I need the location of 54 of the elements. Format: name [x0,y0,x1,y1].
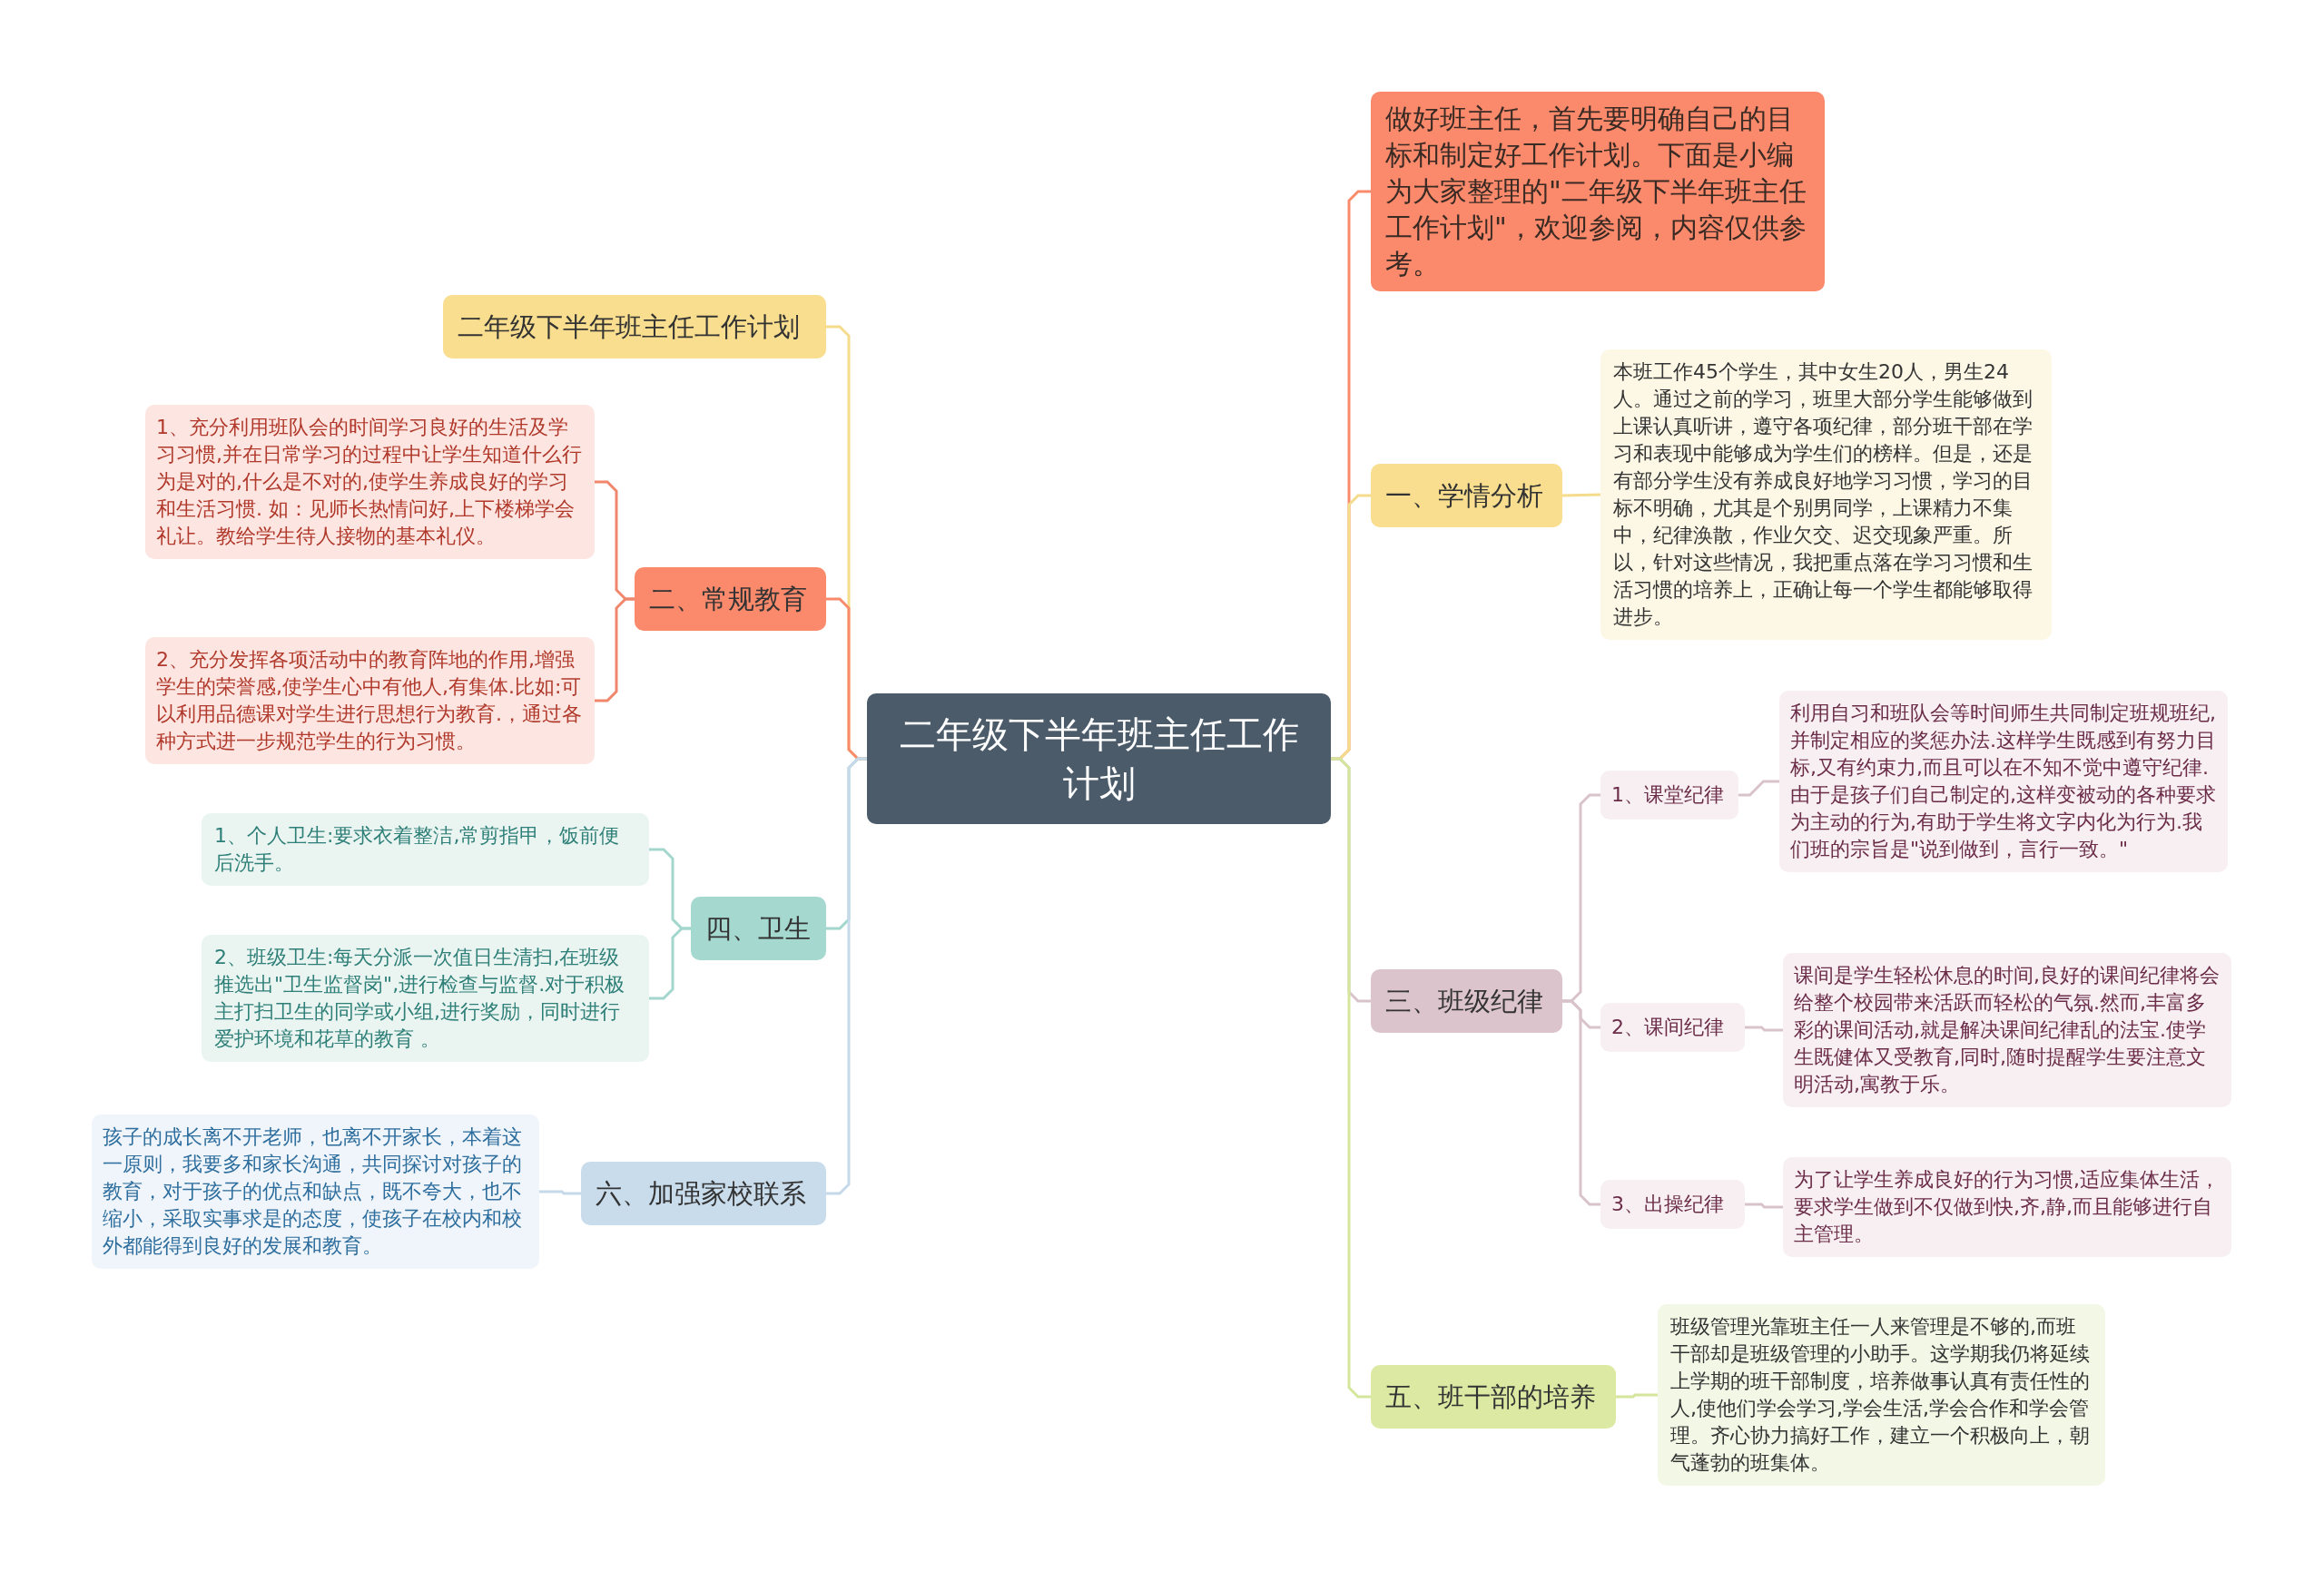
central-topic-text: 二年级下半年班主任工作计划 [898,712,1300,806]
branch-topic-text: 五、班干部的培养 [1385,1380,1597,1414]
detail-box [1783,1157,2231,1257]
detail-box [1779,691,2228,872]
subtopic-text: 3、出操纪律 [1611,1192,1725,1217]
detail-box [1658,1304,2105,1486]
branch-topic-box [443,295,826,358]
subtopic-text: 1、课堂纪律 [1611,782,1725,808]
connector-line [1745,1026,1783,1032]
subtopic-box [1600,1003,1745,1052]
branch-topic-text: 二、常规教育 [649,583,808,616]
connector-line [595,597,635,702]
detail-text: 课间是学生轻松休息的时间,良好的课间纪律将会给整个校园带来活跃而轻松的气氛.然而,丰富多彩的课间活动,就是解决课间纪律乱的法宝.使学生既健体又受教育,同时,随时提醒学生要注意文明活动,寓教于乐。 [1794,963,2221,1097]
detail-box [145,637,595,764]
central-topic-box [867,693,1331,824]
branch-topic-text: 四、卫生 [705,912,812,946]
detail-text: 本班工作45个学生，其中女生20人，男生24人。通过之前的学习，班里大部分学生能够做到上课认真听讲，遵守各项纪律，部分班干部在学习和表现中能够成为学生们的榜样。但是，还是有部分学生没有养成良好地学习习惯，学习的目标不明确，尤其是个别男同学，上课精力不集中，纪律涣散，作业欠交、迟交现象严重。所以，针对这些情况，我把重点落在学习习惯和生活习惯的培养上，正确让每一个学生都能够取得进步。 [1613,359,2034,630]
branch-topic-box [691,897,826,960]
subtopic-box [1600,771,1738,820]
subtopic-box [1600,1180,1745,1229]
connector-line [1738,780,1779,797]
branch-topic-box [635,567,826,631]
branch-topic-text: 六、加强家校联系 [596,1177,807,1211]
connector-line [649,927,691,1000]
branch-topic-box [581,1162,826,1225]
detail-text: 2、充分发挥各项活动中的教育阵地的作用,增强学生的荣誉感,使学生心中有他人,有集体.比如:可以利用品德课对学生进行思想行为教育.，通过各种方式进一步规范学生的行为习惯。 [156,647,583,754]
connector-line [539,1190,581,1195]
detail-text: 为了让学生养成良好的行为习惯,适应集体生活，要求学生做到不仅做到快,齐,静,而且能够进行自主管理。 [1794,1167,2221,1247]
detail-text: 1、充分利用班队会的时间学习良好的生活及学习习惯,并在日常学习的过程中让学生知道什么行为是对的,什么是不对的,使学生养成良好的学习和生活习惯. 如：见师长热情问好,上下楼梯学会礼让。教给学生待人接物的基本礼仪。 [156,415,583,549]
branch-topic-box [1371,1365,1616,1429]
intro-box [1371,92,1825,291]
intro-text: 做好班主任，首先要明确自己的目标和制定好工作计划。下面是小编为大家整理的"二年级下半年班主任工作计划"，欢迎参阅，内容仅供参考。 [1385,102,1807,281]
connector-line [1562,999,1600,1206]
detail-box [145,405,595,559]
detail-text: 2、班级卫生:每天分派一次值日生清扫,在班级推选出"卫生监督岗",进行检查与监督.对于积极主打扫卫生的同学或小组,进行奖励，同时进行爱护环境和花草的教育 。 [214,945,626,1052]
connector-line [1616,1393,1658,1399]
detail-text: 班级管理光靠班主任一人来管理是不够的,而班干部却是班级管理的小助手。这学期我仍将延续上学期的班干部制度，培养做事认真有责任性的人,使他们学会学习,学会生活,学会合作和学会管理。齐心协力搞好工作，建立一个积极向上，朝气蓬勃的班集体。 [1670,1314,2091,1476]
branch-topic-box [1371,969,1562,1033]
branch-topic-text: 三、班级纪律 [1385,985,1544,1018]
connector-line [1561,493,1601,497]
detail-text: 孩子的成长离不开老师，也离不开家长，本着这一原则，我要多和家长沟通，共同探讨对孩子的教育，对于孩子的优点和缺点，既不夸大，也不缩小，采取实事求是的态度，使孩子在校内和校外都能得到良好的发展和教育。 [103,1124,523,1259]
detail-box [202,935,649,1062]
branch-topic-box [1371,464,1562,527]
detail-box [92,1115,539,1269]
connector-line [826,757,867,1195]
connector-line [1745,1203,1783,1209]
branch-topic-text: 一、学情分析 [1385,479,1544,513]
subtopic-text: 2、课间纪律 [1611,1015,1725,1040]
branch-topic-text: 二年级下半年班主任工作计划 [458,310,801,344]
detail-text: 1、个人卫生:要求衣着整洁,常剪指甲，饭前便后洗手。 [214,823,621,876]
detail-box [202,813,649,886]
detail-text: 利用自习和班队会等时间师生共同制定班规班纪,并制定相应的奖惩办法.这样学生既感到有努力目标,又有约束力,而且可以在不知不觉中遵守纪律.由于是孩子们自己制定的,这样变被动的各种要求为主动的行为,有助于学生将文字内化为行为.我们班的宗旨是"说到做到，言行一致。" [1790,701,2217,862]
connector-line [1331,757,1371,1399]
detail-box [1783,953,2231,1107]
